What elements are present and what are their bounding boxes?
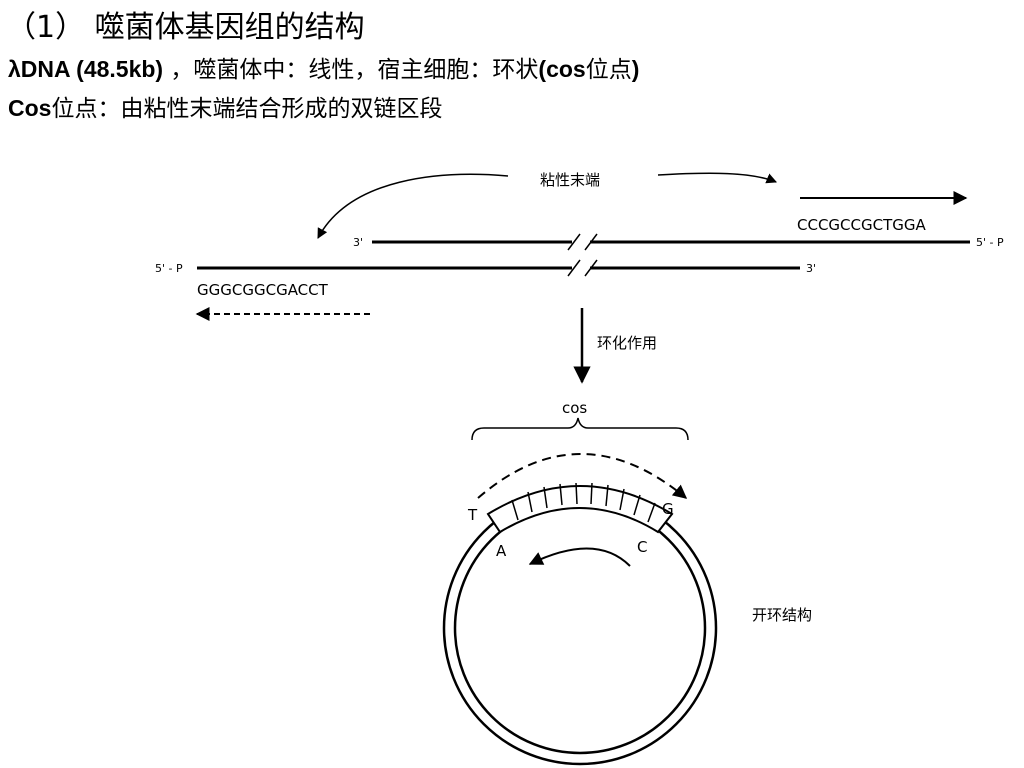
cos-definition: Cos位点：由粘性末端结合形成的双链区段 [8,89,442,123]
base-label-C: C [637,538,647,556]
bottom-strand-5prime-label: 5' - P [155,262,183,275]
inner-curve-arrow [528,547,631,567]
break-mark-left [567,233,581,251]
cos-dashed-arc-arrow [477,453,688,499]
lambda-dna-form-text: ，噬菌体中：线性，宿主细胞：环状 [163,57,539,83]
sticky-end-right-curve-arrow [657,172,777,184]
base-label-A: A [496,542,507,560]
base-label-G: G [662,500,674,518]
cos-brace [471,417,689,441]
cos-paired-segment [486,485,674,534]
break-mark-right-lower [584,259,598,277]
dna-circle-outer [442,490,718,766]
top-strand-5prime-label: 5' - P [976,236,1004,249]
cos-site-word: 位点 [585,57,632,83]
lambda-dna-description: λDNA (48.5kb) ，噬菌体中：线性，宿主细胞：环状(cos位点) [8,50,639,84]
cos-base-pair-ticks [511,482,656,523]
break-mark-left-lower [567,259,581,277]
break-mark-right [584,233,598,251]
cos-paren-close: ) [631,56,640,82]
top-strand-sequence: CCCGCCGCTGGA [797,216,926,234]
cos-label: cos [562,399,587,417]
dna-circle-inner [453,501,707,755]
lambda-dna-size: λDNA (48.5kb) [8,56,164,82]
bottom-strand-3prime-label: 3' [806,262,816,275]
sticky-ends-label: 粘性末端 [540,171,600,189]
top-strand-3prime-label: 3' [353,236,363,249]
cos-paren-open: (cos [538,56,586,82]
base-label-T: T [467,506,478,524]
cos-definition-text: 位点：由粘性末端结合形成的双链区段 [51,96,443,122]
bottom-strand-sequence: GGGCGGCGACCT [197,281,329,299]
slide-title: （1） 噬菌体基因组的结构 [6,10,365,45]
open-circle-label: 开环结构 [752,606,812,624]
cos-word: Cos [8,95,52,121]
sticky-end-left-curve-arrow [317,173,509,239]
cyclization-label: 环化作用 [597,334,657,352]
